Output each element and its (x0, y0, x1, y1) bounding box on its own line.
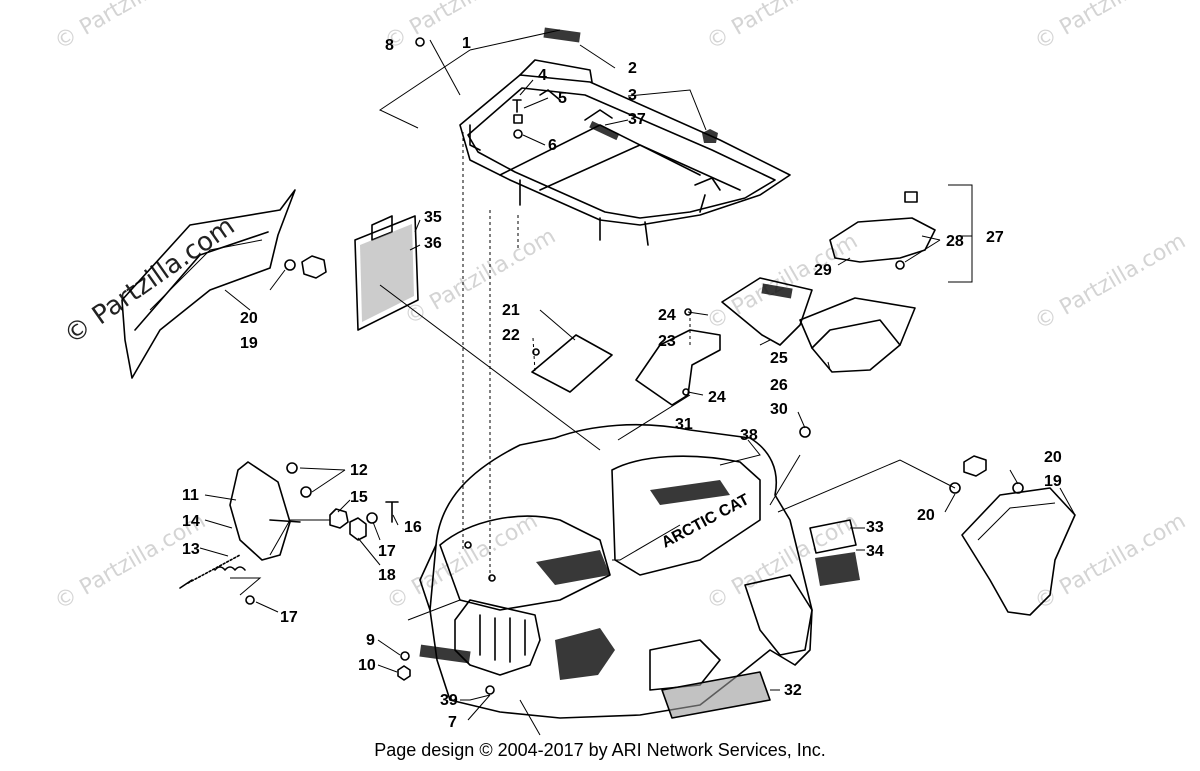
callout-36: 36 (424, 235, 442, 252)
callout-30: 30 (770, 401, 788, 418)
watermark: © Partzilla.com (381, 0, 541, 55)
callout-4: 4 (538, 67, 547, 84)
callout-24b: 24 (708, 389, 726, 406)
callout-16: 16 (404, 519, 422, 536)
left-side-panel (121, 189, 327, 379)
leader-lines (199, 29, 1076, 736)
callout-17b: 17 (280, 609, 298, 626)
callout-32: 32 (784, 682, 802, 699)
callout-20-lower: 20 (917, 507, 935, 524)
callout-8: 8 (385, 37, 394, 54)
watermark-dark: © Partzilla.com (59, 211, 241, 351)
callout-19-right: 19 (1044, 473, 1062, 490)
callout-35: 35 (424, 209, 442, 226)
decals-35-36 (354, 215, 419, 331)
callout-7: 7 (448, 714, 457, 731)
decals-33-34 (809, 519, 860, 586)
callout-12: 12 (350, 462, 368, 479)
callout-31: 31 (675, 416, 693, 433)
watermarks: © Partzilla.com © Partzilla.com © Partzi… (51, 0, 1191, 615)
callout-39: 39 (440, 692, 458, 709)
watermark: © Partzilla.com (51, 0, 211, 55)
right-side-panel (949, 455, 1076, 616)
decal-32 (661, 671, 771, 719)
callout-23: 23 (658, 333, 676, 350)
callout-24: 24 (658, 307, 676, 324)
callout-9: 9 (366, 632, 375, 649)
page-footer: Page design © 2004-2017 by ARI Network S… (374, 740, 826, 760)
callout-labels: 1 2 3 4 5 6 37 8 35 36 20 19 21 22 24 23… (182, 35, 1062, 731)
callout-26: 26 (770, 377, 788, 394)
callout-29: 29 (814, 262, 832, 279)
callout-20-right: 20 (1044, 449, 1062, 466)
headlight-assembly (179, 461, 399, 605)
callout-18: 18 (378, 567, 396, 584)
callout-21: 21 (502, 302, 520, 319)
decal-39 (419, 644, 471, 664)
callout-14: 14 (182, 513, 200, 530)
callout-22: 22 (502, 327, 520, 344)
callout-3: 3 (628, 87, 637, 104)
callout-2: 2 (628, 60, 637, 77)
storage-bin (721, 277, 916, 373)
callout-20: 20 (240, 310, 258, 327)
callout-34: 34 (866, 543, 884, 560)
watermark: © Partzilla.com (703, 0, 863, 55)
callout-37: 37 (628, 111, 646, 128)
watermark: © Partzilla.com (1031, 0, 1191, 55)
watermark: © Partzilla.com (703, 229, 863, 336)
callout-6: 6 (548, 137, 557, 154)
cover-plates (531, 308, 721, 406)
callout-19: 19 (240, 335, 258, 352)
watermark: © Partzilla.com (1031, 229, 1191, 336)
callout-25: 25 (770, 350, 788, 367)
callout-11: 11 (182, 487, 199, 504)
callout-38: 38 (740, 427, 758, 444)
callout-17: 17 (378, 543, 396, 560)
callout-10: 10 (358, 657, 376, 674)
callout-15: 15 (350, 489, 368, 506)
front-rack (459, 59, 791, 246)
callout-27: 27 (986, 229, 1004, 246)
callout-1: 1 (462, 35, 471, 52)
callout-13: 13 (182, 541, 200, 558)
callout-28: 28 (946, 233, 964, 250)
callout-33: 33 (866, 519, 884, 536)
callout-5: 5 (558, 90, 567, 107)
